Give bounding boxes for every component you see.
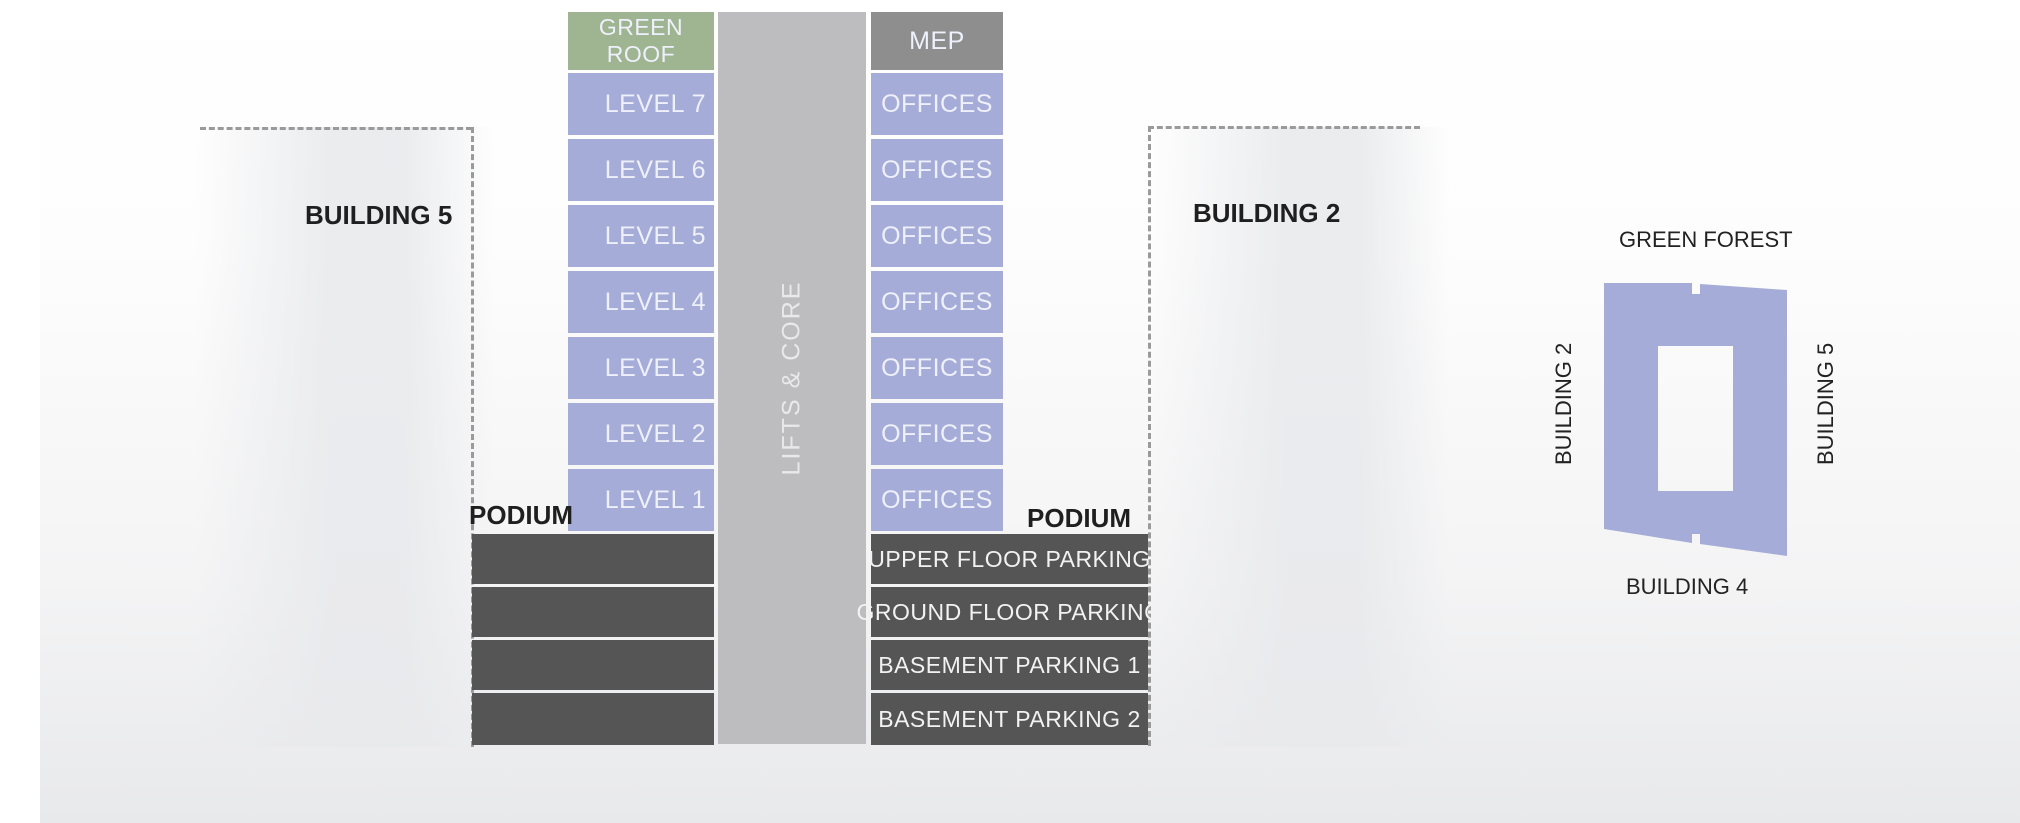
building-5-label: BUILDING 5	[305, 200, 453, 230]
offices-label: OFFICES	[881, 419, 993, 448]
building-2-outline-top	[1148, 126, 1420, 129]
level-block: LEVEL 7	[568, 73, 714, 135]
building-2-shade	[1150, 127, 1450, 747]
parking-label: BASEMENT PARKING 1	[878, 651, 1141, 678]
lifts-core-label: LIFTS & CORE	[777, 280, 806, 476]
mep-label: MEP	[909, 26, 965, 55]
podium-slab	[472, 534, 714, 584]
lifts-core: LIFTS & CORE	[718, 12, 866, 744]
site-plan-top-label: GREEN FOREST	[1619, 227, 1793, 252]
building-5-shade	[195, 127, 495, 747]
level-label: LEVEL 2	[604, 419, 706, 448]
offices-label: OFFICES	[881, 287, 993, 316]
level-block: LEVEL 6	[568, 139, 714, 201]
offices-label: OFFICES	[881, 155, 993, 184]
level-block: LEVEL 2	[568, 403, 714, 465]
level-block: LEVEL 4	[568, 271, 714, 333]
offices-label: OFFICES	[881, 485, 993, 514]
offices-block: OFFICES	[871, 205, 1003, 267]
parking-level: BASEMENT PARKING 2	[871, 693, 1148, 745]
building-5-outline-top	[200, 127, 472, 130]
mep-block: MEP	[871, 12, 1003, 70]
parking-level: UPPER FLOOR PARKING	[868, 534, 1151, 584]
offices-block: OFFICES	[871, 403, 1003, 465]
level-block: LEVEL 3	[568, 337, 714, 399]
level-block: LEVEL 1	[568, 469, 714, 531]
building-2-label: BUILDING 2	[1193, 198, 1341, 228]
podium-right-label: PODIUM	[1027, 503, 1131, 533]
level-label: LEVEL 1	[604, 485, 706, 514]
parking-level: GROUND FLOOR PARKING	[856, 587, 1162, 637]
green-roof-line-1: GREEN	[598, 14, 684, 40]
offices-label: OFFICES	[881, 221, 993, 250]
level-label: LEVEL 6	[604, 155, 706, 184]
podium-left-label: PODIUM	[469, 500, 573, 530]
offices-label: OFFICES	[881, 89, 993, 118]
site-plan-shape	[1604, 283, 1787, 556]
parking-label: BASEMENT PARKING 2	[878, 705, 1141, 732]
site-plan-right-label: BUILDING 5	[1813, 342, 1838, 465]
offices-block: OFFICES	[871, 73, 1003, 135]
level-label: LEVEL 7	[604, 89, 706, 118]
offices-block: OFFICES	[871, 337, 1003, 399]
parking-level: BASEMENT PARKING 1	[871, 640, 1148, 690]
level-label: LEVEL 5	[604, 221, 706, 250]
offices-block: OFFICES	[871, 271, 1003, 333]
parking-label: UPPER FLOOR PARKING	[868, 545, 1151, 572]
building-5-outline-side	[471, 127, 474, 747]
parking-label: GROUND FLOOR PARKING	[856, 598, 1163, 625]
green-roof-block: GREEN ROOF	[568, 12, 714, 70]
green-roof-line-2: ROOF	[606, 41, 676, 67]
building-2-outline-side	[1148, 126, 1151, 746]
level-label: LEVEL 4	[604, 287, 706, 316]
podium-slab	[472, 587, 714, 637]
site-plan-bottom-label: BUILDING 4	[1626, 574, 1749, 599]
podium-slab	[472, 640, 714, 690]
offices-label: OFFICES	[881, 353, 993, 382]
level-label: LEVEL 3	[604, 353, 706, 382]
level-block: LEVEL 5	[568, 205, 714, 267]
offices-block: OFFICES	[871, 469, 1003, 531]
site-plan-left-label: BUILDING 2	[1551, 342, 1576, 465]
podium-slab	[472, 693, 714, 745]
offices-block: OFFICES	[871, 139, 1003, 201]
